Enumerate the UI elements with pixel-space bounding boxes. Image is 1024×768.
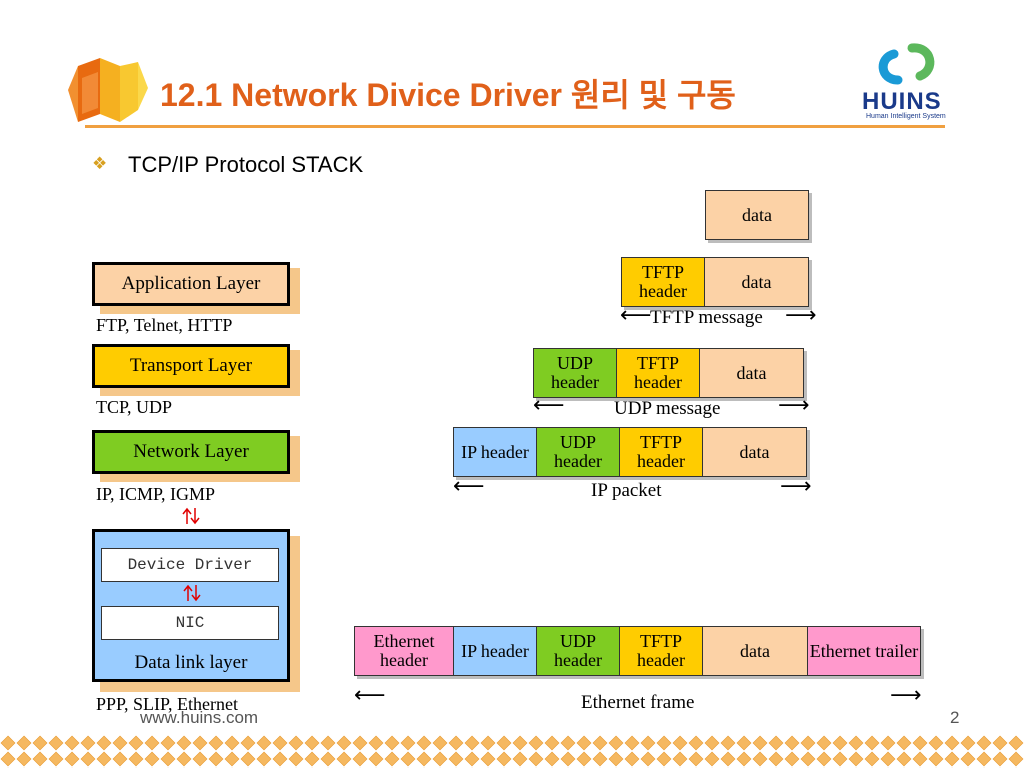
data-cell: data bbox=[699, 348, 804, 398]
tftp-header-cell: TFTP header bbox=[619, 626, 703, 676]
left-arrow-icon: ⟵ bbox=[453, 474, 485, 499]
transport-protocols: TCP, UDP bbox=[96, 397, 173, 417]
section-subtitle: TCP/IP Protocol STACK bbox=[128, 152, 364, 177]
ethernet-trailer-cell: Ethernet trailer bbox=[807, 626, 921, 676]
network-layer-label: Network Layer bbox=[133, 441, 249, 462]
data-link-protocols: PPP, SLIP, Ethernet bbox=[96, 694, 239, 714]
brand-name: HUINS bbox=[862, 88, 942, 115]
device-driver-box: Device Driver bbox=[101, 548, 279, 582]
brand-tagline: Human Intelligent System bbox=[866, 113, 946, 120]
network-protocols: IP, ICMP, IGMP bbox=[96, 484, 216, 504]
bidirectional-arrow-icon bbox=[183, 584, 201, 602]
huins-logo-icon bbox=[878, 43, 935, 85]
right-arrow-icon: ⟶ bbox=[780, 474, 812, 499]
diamond-bullet-icon: ❖ bbox=[92, 154, 108, 173]
data-cell: data bbox=[702, 626, 808, 676]
ethernet-header-cell: Ethernet header bbox=[354, 626, 454, 676]
application-layer-box: Application Layer bbox=[92, 262, 290, 306]
tftp-header-cell: TFTP header bbox=[621, 257, 705, 307]
data-link-layer-label: Data link layer bbox=[134, 652, 248, 673]
title-divider bbox=[85, 125, 945, 128]
ip-header-cell: IP header bbox=[453, 626, 537, 676]
left-arrow-icon: ⟵ bbox=[533, 393, 565, 418]
cube-logo-icon bbox=[68, 58, 148, 122]
udp-header-cell: UDP header bbox=[536, 626, 620, 676]
data-link-layer-box: Device Driver NIC Data link layer bbox=[92, 529, 290, 682]
application-protocols: FTP, Telnet, HTTP bbox=[96, 315, 233, 335]
ip-header-cell: IP header bbox=[453, 427, 537, 477]
data-cell: data bbox=[704, 257, 809, 307]
footer-url: www.huins.com bbox=[140, 708, 259, 727]
data-cell: data bbox=[702, 427, 807, 477]
tftp-header-cell: TFTP header bbox=[616, 348, 700, 398]
transport-layer-label: Transport Layer bbox=[129, 355, 253, 376]
ethernet-frame-caption: Ethernet frame bbox=[581, 692, 695, 713]
bidirectional-arrow-icon bbox=[182, 507, 200, 525]
udp-header-cell: UDP header bbox=[536, 427, 620, 477]
ip-packet-caption: IP packet bbox=[591, 480, 662, 501]
footer-pattern bbox=[0, 735, 1024, 768]
udp-message-caption: UDP message bbox=[614, 398, 721, 419]
tftp-header-cell: TFTP header bbox=[619, 427, 703, 477]
application-layer-label: Application Layer bbox=[121, 273, 261, 294]
page-title: 12.1 Network Divice Driver 원리 및 구동 bbox=[160, 77, 736, 113]
left-arrow-icon: ⟵ bbox=[354, 683, 386, 708]
right-arrow-icon: ⟶ bbox=[890, 683, 922, 708]
udp-header-cell: UDP header bbox=[533, 348, 617, 398]
page-number: 2 bbox=[950, 708, 960, 727]
right-arrow-icon: ⟶ bbox=[785, 303, 817, 328]
data-cell: data bbox=[705, 190, 809, 240]
tftp-message-caption: TFTP message bbox=[650, 307, 763, 328]
right-arrow-icon: ⟶ bbox=[778, 393, 810, 418]
network-layer-box: Network Layer bbox=[92, 430, 290, 474]
transport-layer-box: Transport Layer bbox=[92, 344, 290, 388]
left-arrow-icon: ⟵ bbox=[620, 303, 652, 328]
nic-box: NIC bbox=[101, 606, 279, 640]
